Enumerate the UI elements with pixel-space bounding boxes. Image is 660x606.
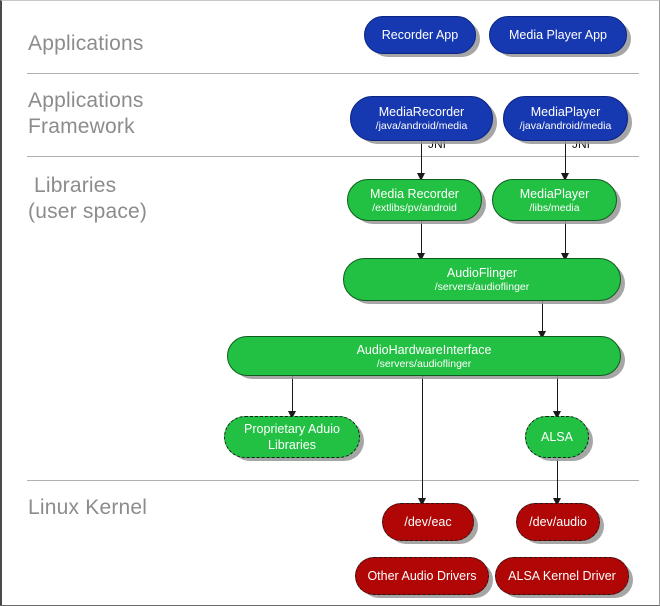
arrowhead-audioflinger-right	[561, 253, 569, 261]
node-audioflinger[interactable]: AudioFlinger /servers/audioflinger	[343, 258, 621, 301]
node-other-audio-drivers-title: Other Audio Drivers	[367, 568, 477, 583]
node-media-recorder-lib-title: Media Recorder	[370, 186, 459, 201]
arrowhead-proprietary-libraries	[288, 411, 296, 419]
connector-audiohardwareinterface-to-alsa	[557, 375, 558, 415]
node-mediaplayer-lib-path: /libs/media	[529, 201, 580, 214]
node-media-player-app-title: Media Player App	[509, 27, 607, 42]
node-other-audio-drivers[interactable]: Other Audio Drivers	[355, 557, 489, 595]
arrowhead-media-recorder-lib	[417, 173, 425, 181]
divider-applications-framework	[27, 156, 639, 157]
node-alsa-kernel-driver-title: ALSA Kernel Driver	[508, 568, 616, 583]
node-alsa-title: ALSA	[541, 429, 573, 444]
node-recorder-app-title: Recorder App	[381, 27, 459, 42]
arrowhead-audiohardwareinterface	[538, 331, 546, 339]
layer-label-linux-kernel: Linux Kernel	[28, 496, 148, 519]
layer-label-applications: Applications	[28, 32, 144, 55]
node-mediaplayer-framework-path: /java/android/media	[519, 120, 612, 132]
arrowhead-mediaplayer-lib	[561, 173, 569, 181]
node-mediarecorder-framework-title: MediaRecorder	[378, 105, 465, 119]
divider-libraries	[27, 480, 639, 481]
node-audioflinger-title: AudioFlinger	[446, 266, 518, 280]
node-mediaplayer-lib-title: MediaPlayer	[519, 186, 590, 201]
node-dev-audio[interactable]: /dev/audio	[516, 503, 600, 541]
arrowhead-dev-audio	[553, 498, 561, 506]
node-alsa-kernel-driver[interactable]: ALSA Kernel Driver	[495, 557, 629, 595]
node-alsa[interactable]: ALSA	[525, 416, 589, 458]
node-media-recorder-lib[interactable]: Media Recorder /extlibs/pv/android	[347, 179, 482, 221]
connector-audiohardwareinterface-to-proprietary-libraries	[292, 375, 293, 415]
connector-audioflinger-to-audiohardwareinterface	[542, 301, 543, 335]
node-dev-eac-title: /dev/eac	[404, 514, 452, 529]
node-mediarecorder-framework-path: /java/android/media	[375, 120, 468, 132]
node-proprietary-audio-libraries-title: Proprietary Aduio Libraries	[244, 422, 340, 452]
connector-mediaplayer-lib-to-audioflinger	[565, 221, 566, 257]
connector-alsa-to-dev-audio	[557, 459, 558, 502]
node-mediaplayer-lib[interactable]: MediaPlayer /libs/media	[492, 179, 617, 221]
connector-mediarecorder-to-media-recorder-lib	[421, 141, 422, 177]
layer-label-libraries: Libraries (user space)	[28, 174, 148, 223]
node-mediaplayer-framework-title: MediaPlayer	[530, 105, 601, 119]
node-audioflinger-path: /servers/audioflinger	[434, 281, 530, 293]
arrowhead-audioflinger-left	[417, 253, 425, 261]
node-media-player-app[interactable]: Media Player App	[489, 16, 627, 54]
node-media-recorder-lib-path: /extlibs/pv/android	[372, 201, 457, 214]
node-proprietary-audio-libraries[interactable]: Proprietary Aduio Libraries	[224, 416, 360, 458]
arrowhead-alsa	[553, 411, 561, 419]
layer-label-applications-framework: Applications Framework	[28, 89, 144, 138]
node-mediaplayer-framework[interactable]: MediaPlayer /java/android/media	[503, 96, 628, 141]
node-dev-eac[interactable]: /dev/eac	[382, 503, 474, 541]
node-recorder-app[interactable]: Recorder App	[364, 16, 476, 54]
node-audiohardwareinterface-path: /servers/audioflinger	[376, 357, 472, 370]
arrowhead-dev-eac	[418, 498, 426, 506]
connector-media-recorder-lib-to-audioflinger	[421, 221, 422, 257]
node-mediarecorder-framework[interactable]: MediaRecorder /java/android/media	[350, 96, 493, 141]
connector-mediaplayer-to-mediaplayer-lib	[565, 141, 566, 177]
node-audiohardwareinterface[interactable]: AudioHardwareInterface /servers/audiofli…	[227, 336, 621, 376]
node-audiohardwareinterface-title: AudioHardwareInterface	[356, 342, 492, 357]
connector-audiohardwareinterface-to-dev-eac	[422, 375, 423, 502]
divider-applications	[27, 73, 639, 74]
node-dev-audio-title: /dev/audio	[529, 514, 587, 529]
